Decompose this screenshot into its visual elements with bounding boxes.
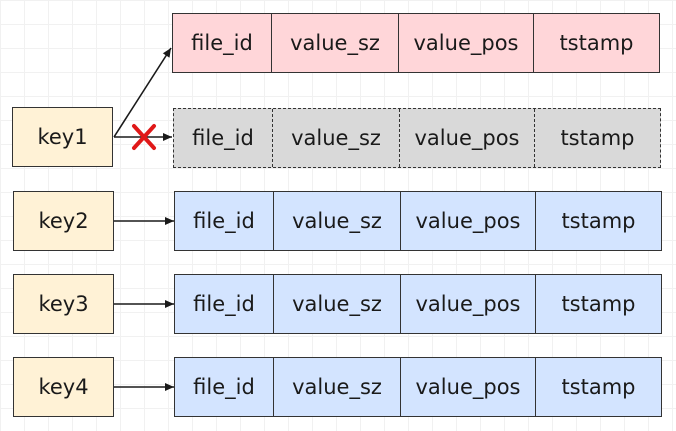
record-field-file-id: file_id [193, 209, 255, 233]
record-field-tstamp: tstamp [535, 358, 661, 416]
key1-active-record: file_id value_sz value_pos tstamp [172, 13, 660, 73]
record-field-value-pos: value_pos [398, 14, 533, 72]
record-field-value-sz: value_sz [273, 275, 400, 333]
key-box-key4: key4 [13, 357, 114, 417]
key-box-key3: key3 [13, 274, 114, 334]
record-field-value-pos: value_pos [399, 109, 534, 167]
record-field-value-pos: value_pos [400, 275, 535, 333]
invalidated-cross-icon [132, 124, 156, 150]
record-field-value-pos: value_pos [400, 358, 535, 416]
key3-record: file_id value_sz value_pos tstamp [174, 274, 662, 334]
key1-stale-record: file_id value_sz value_pos tstamp [173, 108, 661, 168]
record-field-tstamp: tstamp [535, 275, 661, 333]
record-field-tstamp: tstamp [535, 192, 661, 250]
record-field-value-pos: value_pos [400, 192, 535, 250]
record-field-value-sz: value_sz [272, 109, 399, 167]
record-field-value-sz: value_sz [271, 14, 398, 72]
record-field-tstamp: tstamp [533, 14, 659, 72]
record-field-value-sz: value_sz [273, 192, 400, 250]
record-field-file-id: file_id [193, 375, 255, 399]
key1-to-active-record-arrow [113, 47, 172, 138]
key4-record: file_id value_sz value_pos tstamp [174, 357, 662, 417]
record-field-value-sz: value_sz [273, 358, 400, 416]
key-box-key2: key2 [13, 191, 114, 251]
key2-record: file_id value_sz value_pos tstamp [174, 191, 662, 251]
key-box-key1: key1 [12, 107, 113, 167]
record-field-tstamp: tstamp [534, 109, 660, 167]
record-field-file-id: file_id [193, 292, 255, 316]
record-field-file-id: file_id [191, 31, 253, 55]
record-field-file-id: file_id [192, 126, 254, 150]
